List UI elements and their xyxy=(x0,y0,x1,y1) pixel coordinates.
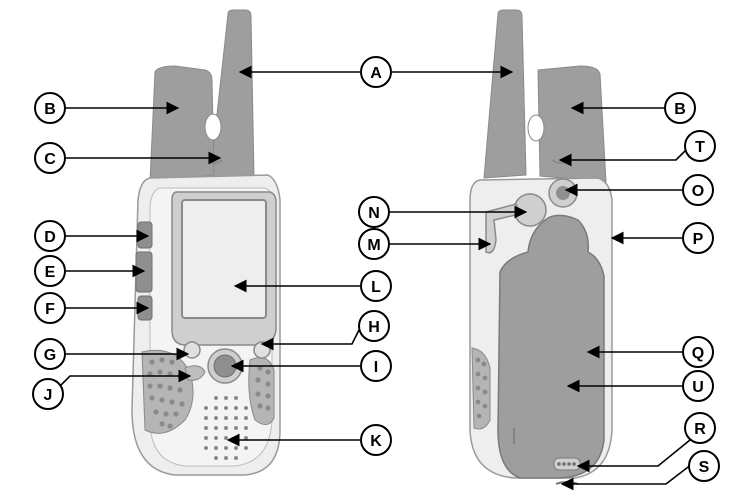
callout-label-H: H xyxy=(368,319,380,336)
callout-A: A xyxy=(360,56,392,88)
back-knob-o xyxy=(556,186,570,200)
callout-B-right: B xyxy=(664,92,696,124)
callout-label-U: U xyxy=(692,379,704,396)
side-button-e xyxy=(135,251,153,293)
callout-P: P xyxy=(682,222,714,254)
callout-C: C xyxy=(34,142,66,174)
callout-label-F: F xyxy=(45,301,55,318)
callout-N: N xyxy=(358,196,390,228)
callout-F: F xyxy=(34,292,66,324)
callout-D: D xyxy=(34,220,66,252)
callout-label-M: M xyxy=(367,237,380,254)
callout-label-K: K xyxy=(370,433,382,450)
callout-label-J: J xyxy=(44,387,53,404)
callout-label-D: D xyxy=(44,229,56,246)
back-latch-m xyxy=(485,203,522,254)
callout-U: U xyxy=(682,370,714,402)
back-slot-r xyxy=(553,457,581,471)
callout-label-C: C xyxy=(44,151,56,168)
callout-Q: Q xyxy=(682,336,714,368)
back-grip-left xyxy=(471,347,491,430)
callout-label-A: A xyxy=(370,65,382,82)
callout-label-R: R xyxy=(694,421,706,438)
back-grip-dots xyxy=(475,357,488,419)
callout-label-G: G xyxy=(44,347,56,364)
callout-M: M xyxy=(358,228,390,260)
callout-label-L: L xyxy=(371,279,381,296)
callout-E: E xyxy=(34,255,66,287)
callout-I: I xyxy=(360,350,392,382)
callout-label-S: S xyxy=(699,459,710,476)
callout-label-E: E xyxy=(45,264,56,281)
back-view xyxy=(469,9,613,485)
speaker-grille xyxy=(204,396,248,460)
callout-K: K xyxy=(360,424,392,456)
callout-label-B: B xyxy=(44,101,56,118)
front-antenna-hole xyxy=(204,113,222,141)
leader-lines xyxy=(59,65,693,491)
callout-G: G xyxy=(34,338,66,370)
back-antenna-short xyxy=(537,65,607,183)
back-antenna xyxy=(483,9,527,179)
callout-O: O xyxy=(682,174,714,206)
callout-J: J xyxy=(32,378,64,410)
front-view xyxy=(131,9,281,476)
callout-label-O: O xyxy=(692,183,704,200)
callout-label-I: I xyxy=(374,359,378,376)
callout-L: L xyxy=(360,270,392,302)
callout-T: T xyxy=(684,130,716,162)
callout-label-P: P xyxy=(693,231,704,248)
callout-label-Q: Q xyxy=(692,345,704,362)
display-screen xyxy=(181,199,267,319)
callout-label-N: N xyxy=(368,205,380,222)
callout-H: H xyxy=(358,310,390,342)
button-g xyxy=(183,341,201,359)
side-button-d xyxy=(137,221,153,249)
callout-B-left: B xyxy=(34,92,66,124)
front-antenna-short xyxy=(149,65,215,183)
callout-label-B: B xyxy=(674,101,686,118)
callout-label-T: T xyxy=(695,139,705,156)
callout-R: R xyxy=(684,412,716,444)
front-antenna xyxy=(209,9,255,179)
back-antenna-hole xyxy=(527,114,545,142)
callout-S: S xyxy=(688,450,720,482)
